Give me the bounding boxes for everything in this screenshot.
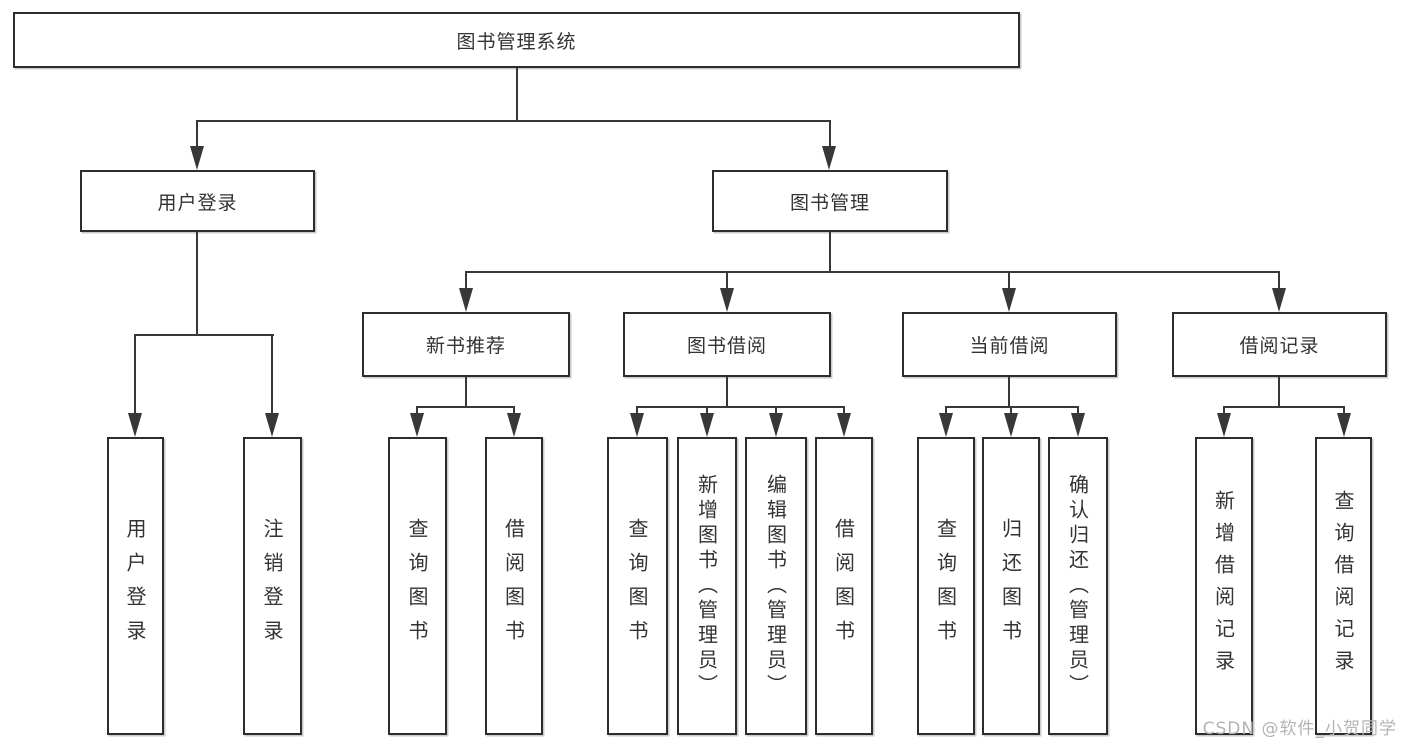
node-root-library-system: 图书管理系统 xyxy=(13,12,1020,68)
connector-segment xyxy=(416,406,515,408)
leaf-label: 查询图书 xyxy=(625,518,649,654)
leaf-borrow-books-borrowing: 借阅图书 xyxy=(815,437,873,735)
connector-segment xyxy=(945,406,1079,408)
leaf-label: 编辑图书（管理员） xyxy=(763,473,788,699)
leaf-add-books-admin: 新增图书（管理员） xyxy=(677,437,737,735)
arrowhead-down-icon xyxy=(190,146,204,170)
arrowhead-down-icon xyxy=(700,413,714,437)
arrowhead-down-icon xyxy=(459,288,473,312)
connector-segment xyxy=(1008,377,1010,408)
leaf-label: 注销登录 xyxy=(260,518,284,654)
connector-segment xyxy=(1010,406,1012,416)
node-book-management: 图书管理 xyxy=(712,170,948,232)
leaf-add-borrow-record: 新增借阅记录 xyxy=(1195,437,1253,735)
csdn-watermark: CSDN @软件_小贺同学 xyxy=(1202,719,1397,739)
leaf-label: 新增图书（管理员） xyxy=(694,473,719,699)
connector-segment xyxy=(829,120,831,148)
connector-segment xyxy=(843,406,845,416)
connector-segment xyxy=(134,334,136,416)
arrowhead-down-icon xyxy=(1337,413,1351,437)
connector-segment xyxy=(271,334,273,416)
connector-segment xyxy=(465,377,467,408)
connector-segment xyxy=(636,406,845,408)
node-book-borrowing: 图书借阅 xyxy=(623,312,831,377)
leaf-label: 查询图书 xyxy=(405,518,429,654)
node-current-borrowing: 当前借阅 xyxy=(902,312,1117,377)
arrowhead-down-icon xyxy=(837,413,851,437)
connector-segment xyxy=(775,406,777,416)
connector-segment xyxy=(516,68,518,122)
leaf-query-borrow-record: 查询借阅记录 xyxy=(1315,437,1372,735)
leaf-edit-books-admin: 编辑图书（管理员） xyxy=(745,437,807,735)
connector-segment xyxy=(1278,377,1280,408)
leaf-label: 借阅图书 xyxy=(501,518,526,654)
connector-segment xyxy=(1008,271,1010,290)
connector-segment xyxy=(196,232,198,336)
arrowhead-down-icon xyxy=(1272,288,1286,312)
leaf-query-books-recommend: 查询图书 xyxy=(388,437,447,735)
arrowhead-down-icon xyxy=(1071,413,1085,437)
connector-segment xyxy=(1223,406,1345,408)
leaf-label: 新增借阅记录 xyxy=(1211,490,1236,682)
arrowhead-down-icon xyxy=(128,413,142,437)
connector-segment xyxy=(1343,406,1345,416)
connector-segment xyxy=(945,406,947,416)
arrowhead-down-icon xyxy=(507,413,521,437)
connector-segment xyxy=(636,406,638,416)
leaf-query-books-borrowing: 查询图书 xyxy=(607,437,668,735)
arrowhead-down-icon xyxy=(769,413,783,437)
leaf-label: 查询借阅记录 xyxy=(1331,490,1355,682)
leaf-label: 查询图书 xyxy=(933,518,958,654)
leaf-return-books: 归还图书 xyxy=(982,437,1040,735)
connector-segment xyxy=(465,271,1280,273)
leaf-logout: 注销登录 xyxy=(243,437,302,735)
node-user-login: 用户登录 xyxy=(80,170,315,232)
connector-segment xyxy=(1077,406,1079,416)
connector-segment xyxy=(196,120,198,148)
leaf-query-books-current: 查询图书 xyxy=(917,437,975,735)
leaf-label: 借阅图书 xyxy=(831,518,856,654)
arrowhead-down-icon xyxy=(410,413,424,437)
connector-segment xyxy=(513,406,515,416)
connector-segment xyxy=(706,406,708,416)
arrowhead-down-icon xyxy=(822,146,836,170)
connector-segment xyxy=(726,271,728,290)
leaf-label: 归还图书 xyxy=(998,518,1023,654)
arrowhead-down-icon xyxy=(265,413,279,437)
leaf-user-login: 用户登录 xyxy=(107,437,164,735)
connector-segment xyxy=(465,271,467,290)
leaf-confirm-return-admin: 确认归还（管理员） xyxy=(1048,437,1108,735)
connector-segment xyxy=(196,120,831,122)
arrowhead-down-icon xyxy=(1217,413,1231,437)
arrowhead-down-icon xyxy=(1002,288,1016,312)
connector-segment xyxy=(416,406,418,416)
arrowhead-down-icon xyxy=(630,413,644,437)
leaf-label: 用户登录 xyxy=(123,518,147,654)
node-new-book-recommendation: 新书推荐 xyxy=(362,312,570,377)
leaf-label: 确认归还（管理员） xyxy=(1065,473,1090,699)
connector-segment xyxy=(134,334,274,336)
leaf-borrow-books-recommend: 借阅图书 xyxy=(485,437,543,735)
arrowhead-down-icon xyxy=(1004,413,1018,437)
connector-segment xyxy=(1278,271,1280,290)
connector-segment xyxy=(829,232,831,273)
arrowhead-down-icon xyxy=(939,413,953,437)
node-borrowing-records: 借阅记录 xyxy=(1172,312,1387,377)
arrowhead-down-icon xyxy=(720,288,734,312)
connector-segment xyxy=(1223,406,1225,416)
connector-segment xyxy=(726,377,728,408)
